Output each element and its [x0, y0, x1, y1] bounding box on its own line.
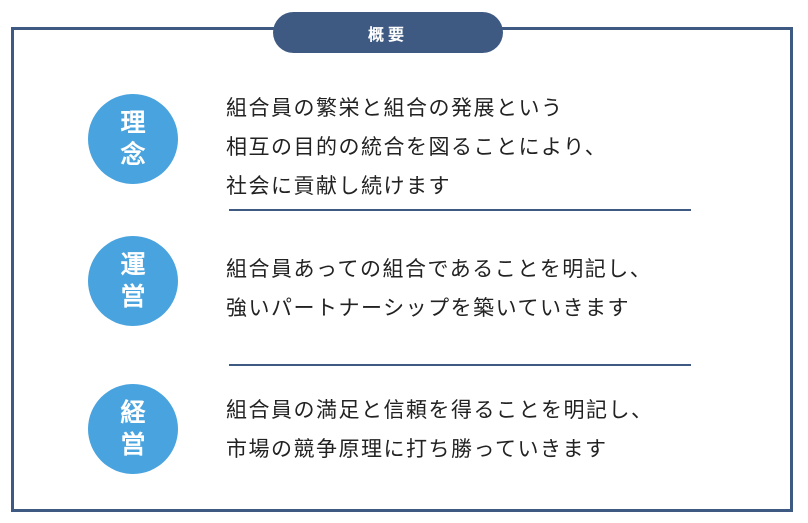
text-line: 組合員の繁栄と組合の発展という — [226, 96, 564, 120]
text-line: 相互の目的の統合を図ることにより、 — [226, 135, 608, 159]
section-divider — [229, 364, 691, 366]
badge-operation: 運 営 — [88, 236, 178, 326]
text-line: 組合員あっての組合であることを明記し、 — [226, 257, 653, 281]
badge-char: 経 — [120, 398, 146, 427]
management-text: 組合員の満足と信頼を得ることを明記し、 市場の競争原理に打ち勝っていきます — [226, 391, 654, 469]
operation-text: 組合員あっての組合であることを明記し、 強いパートナーシップを築いていきます — [226, 250, 652, 328]
badge-char: 運 — [120, 250, 146, 279]
badge-philosophy: 理 念 — [88, 94, 178, 184]
overview-title: 概要 — [273, 12, 503, 53]
badge-management: 経 営 — [88, 384, 178, 474]
badge-char: 営 — [120, 430, 146, 459]
section-divider — [229, 209, 691, 211]
badge-char: 営 — [120, 282, 146, 311]
text-line: 市場の競争原理に打ち勝っていきます — [226, 437, 608, 461]
philosophy-text: 組合員の繁栄と組合の発展という 相互の目的の統合を図ることにより、 社会に貢献し… — [226, 89, 607, 206]
text-line: 社会に貢献し続けます — [226, 174, 451, 198]
text-line: 強いパートナーシップを築いていきます — [226, 296, 630, 320]
badge-char: 理 — [120, 108, 146, 137]
badge-char: 念 — [120, 140, 146, 169]
text-line: 組合員の満足と信頼を得ることを明記し、 — [226, 398, 654, 422]
